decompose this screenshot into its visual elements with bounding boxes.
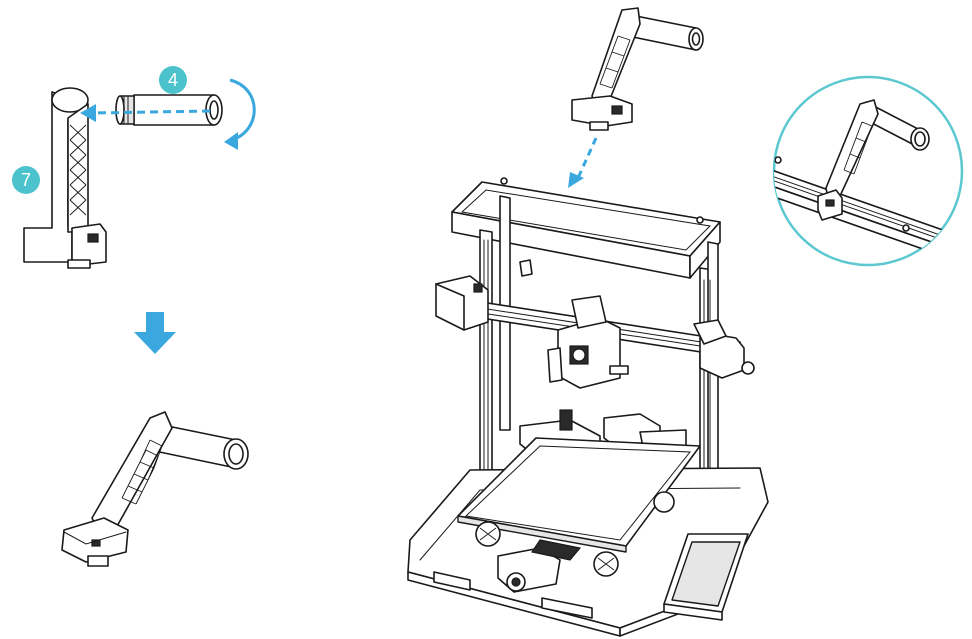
down-arrow-icon	[134, 312, 176, 354]
printer	[407, 177, 769, 637]
dashed-place-arrow-icon	[568, 137, 598, 188]
dashed-insert-arrow-icon	[80, 104, 211, 122]
spool-tube	[115, 94, 223, 126]
top-bracket	[571, 7, 704, 131]
detail-view	[772, 75, 964, 267]
assembled-bracket	[61, 411, 249, 567]
spool-bracket-arm	[23, 87, 107, 269]
rotate-arrow-icon	[224, 78, 256, 150]
step-badge-7: 7	[12, 166, 40, 194]
step-badge-4: 4	[159, 66, 187, 94]
